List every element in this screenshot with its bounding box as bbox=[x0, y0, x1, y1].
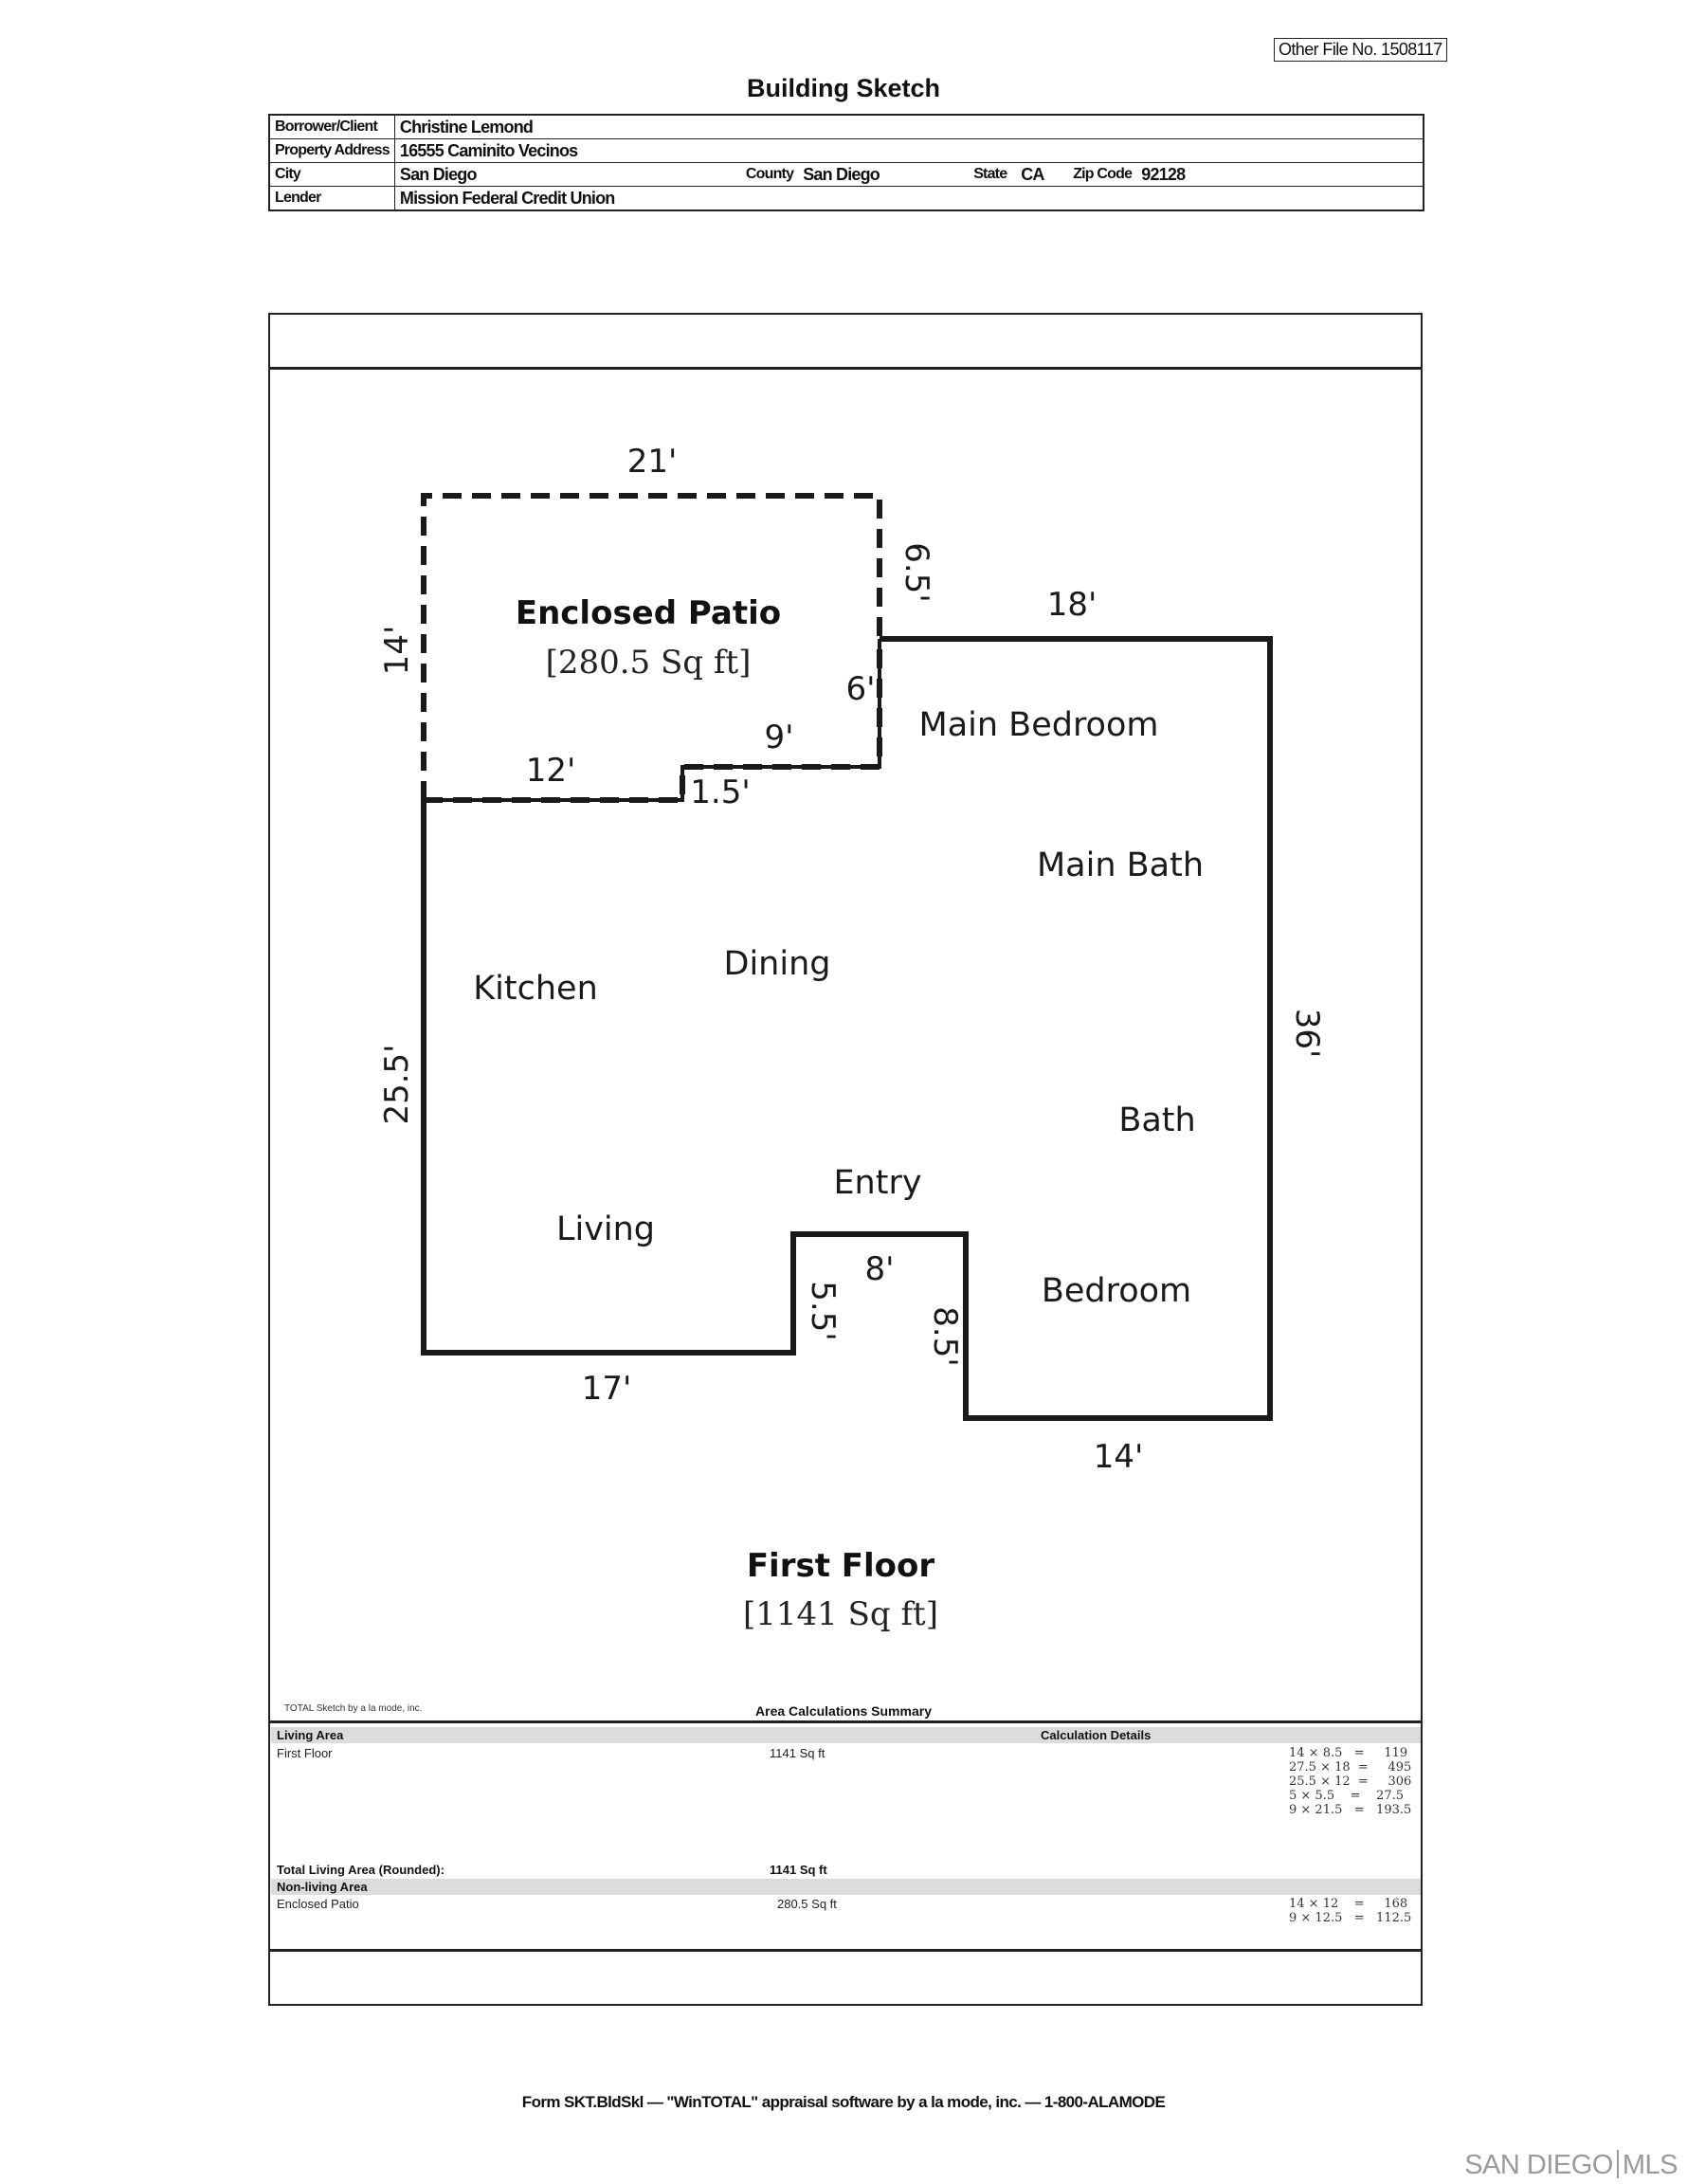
dim-label: 5.5' bbox=[804, 1281, 842, 1340]
lender-value: Mission Federal Credit Union bbox=[394, 186, 1424, 210]
first-floor-label: First Floor bbox=[277, 1746, 333, 1760]
first-floor-outline bbox=[421, 636, 1273, 1421]
zip-value: 92128 bbox=[1136, 162, 1424, 187]
calc-line: 9 × 12.5 = 112.5 bbox=[1289, 1911, 1412, 1925]
logo-separator bbox=[1616, 2150, 1619, 2178]
calc-line: 27.5 × 18 = 495 bbox=[1289, 1760, 1412, 1774]
dim-label: 14' bbox=[378, 626, 416, 676]
dim-label: 14' bbox=[1094, 1438, 1144, 1476]
dim-label: 36' bbox=[1288, 1009, 1326, 1059]
first-floor-value: 1141 Sq ft bbox=[770, 1746, 825, 1760]
frame-divider bbox=[268, 1949, 1423, 1952]
dim-label: 17' bbox=[582, 1370, 632, 1408]
enclosed-patio-label: Enclosed Patio bbox=[277, 1897, 359, 1911]
logo-text-right: MLS bbox=[1622, 2150, 1678, 2180]
logo-text-left: SAN DIEGO bbox=[1464, 2150, 1613, 2180]
city-row: City San Diego County San Diego State CA… bbox=[269, 162, 1424, 187]
county-label: County bbox=[740, 162, 799, 187]
dim-label: 18' bbox=[1047, 586, 1097, 624]
document-title: Building Sketch bbox=[746, 74, 941, 102]
borrower-value: Christine Lemond bbox=[399, 117, 534, 136]
zip-label: Zip Code bbox=[1068, 162, 1137, 187]
dim-label: 6' bbox=[846, 670, 876, 708]
county-value: San Diego bbox=[798, 162, 970, 187]
calc-line: 25.5 × 12 = 306 bbox=[1289, 1774, 1412, 1789]
patio-outline bbox=[421, 493, 882, 800]
dim-label: 1.5' bbox=[690, 774, 750, 811]
dim-label: 6.5' bbox=[898, 542, 935, 602]
dim-label: 9' bbox=[765, 719, 794, 756]
address-row: Property Address 16555 Caminito Vecinos bbox=[269, 138, 1424, 163]
room-main-bedroom: Main Bedroom bbox=[919, 706, 1159, 744]
dim-label: 8' bbox=[865, 1250, 895, 1288]
room-entry: Entry bbox=[833, 1164, 921, 1202]
total-living-area-label: Total Living Area (Rounded): bbox=[277, 1863, 444, 1877]
calc-line: 5 × 5.5 = 27.5 bbox=[1289, 1789, 1404, 1803]
calc-line: 9 × 21.5 = 193.5 bbox=[1289, 1803, 1412, 1817]
dim-label: 21' bbox=[627, 443, 678, 481]
room-living: Living bbox=[556, 1210, 655, 1248]
room-kitchen: Kitchen bbox=[473, 970, 598, 1008]
first-floor-calc-list: 14 × 8.5 = 119 27.5 × 18 = 495 25.5 × 12… bbox=[1289, 1746, 1411, 1817]
city-label: City bbox=[269, 162, 395, 187]
room-main-bath: Main Bath bbox=[1037, 846, 1204, 884]
address-value: 16555 Caminito Vecinos bbox=[394, 138, 1424, 163]
borrower-label: Borrower/Client bbox=[269, 115, 395, 139]
non-living-area-band bbox=[271, 1879, 1421, 1895]
non-living-area-label: Non-living Area bbox=[277, 1880, 368, 1894]
first-floor-title: First Floor bbox=[747, 1547, 935, 1585]
property-info-table: Borrower/Client Christine Lemond Propert… bbox=[268, 114, 1424, 211]
frame-divider bbox=[268, 367, 1423, 370]
lender-row: Lender Mission Federal Credit Union bbox=[269, 186, 1424, 210]
first-floor-area: [1141 Sq ft] bbox=[743, 1595, 938, 1633]
living-area-label: Living Area bbox=[277, 1728, 344, 1742]
dim-label: 25.5' bbox=[378, 1044, 416, 1124]
room-bedroom: Bedroom bbox=[1042, 1272, 1191, 1310]
enclosed-patio-value: 280.5 Sq ft bbox=[777, 1897, 837, 1911]
lender-label: Lender bbox=[269, 186, 395, 210]
calc-line: 14 × 12 = 168 bbox=[1289, 1897, 1408, 1911]
total-living-area-value: 1141 Sq ft bbox=[770, 1863, 827, 1877]
patio-calc-list: 14 × 12 = 168 9 × 12.5 = 112.5 bbox=[1289, 1897, 1411, 1925]
san-diego-mls-logo: SAN DIEGO MLS bbox=[1464, 2150, 1678, 2181]
patio-area: [280.5 Sq ft] bbox=[546, 644, 752, 682]
city-value: San Diego bbox=[394, 162, 741, 187]
state-label: State bbox=[969, 162, 1017, 187]
dim-label: 12' bbox=[526, 752, 576, 790]
patio-title: Enclosed Patio bbox=[516, 594, 781, 632]
address-label: Property Address bbox=[269, 138, 395, 163]
other-file-number: Other File No. 1508117 bbox=[1274, 38, 1447, 62]
state-value: CA bbox=[1016, 162, 1069, 187]
room-bath: Bath bbox=[1118, 1101, 1195, 1139]
summary-title: Area Calculations Summary bbox=[755, 1703, 932, 1719]
frame-divider bbox=[268, 1720, 1423, 1723]
borrower-row: Borrower/Client Christine Lemond bbox=[269, 115, 1424, 139]
living-area-band bbox=[271, 1727, 1421, 1743]
calc-line: 14 × 8.5 = 119 bbox=[1289, 1746, 1408, 1760]
sketch-software-credit: TOTAL Sketch by a la mode, inc. bbox=[284, 1703, 423, 1714]
sketch-frame bbox=[268, 313, 1423, 2006]
dim-label: 8.5' bbox=[926, 1306, 964, 1366]
room-dining: Dining bbox=[724, 945, 831, 983]
first-floor-upper-edge bbox=[424, 639, 881, 802]
form-footer: Form SKT.BldSkl — "WinTOTAL" appraisal s… bbox=[521, 2093, 1166, 2111]
calculation-details-label: Calculation Details bbox=[1041, 1728, 1152, 1742]
